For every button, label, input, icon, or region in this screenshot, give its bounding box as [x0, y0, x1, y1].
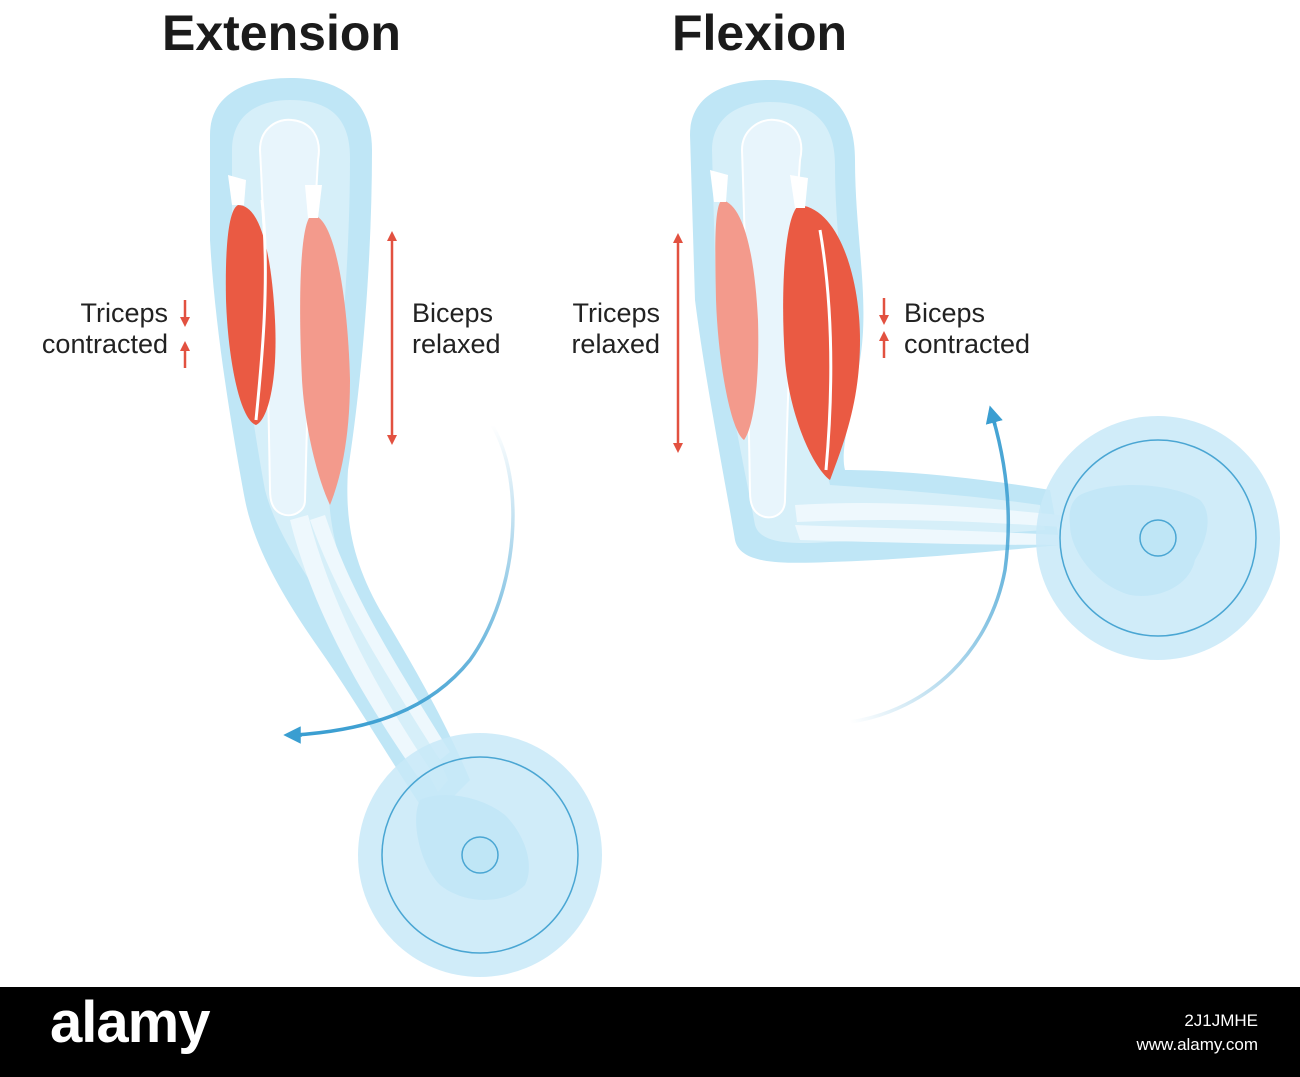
flexion-triceps-tendon: [710, 170, 728, 202]
extension-biceps-label-line1: Biceps: [412, 298, 494, 328]
flexion-biceps-label-line1: Biceps: [904, 298, 986, 328]
extension-biceps-tendon: [305, 185, 322, 218]
footer-info: 2J1JMHE www.alamy.com: [1136, 1009, 1258, 1057]
extension-triceps-label-line1: Triceps: [80, 298, 168, 328]
flexion-biceps-tendon: [790, 175, 808, 208]
extension-biceps: [300, 215, 350, 505]
flexion-weight-plate: [1036, 416, 1280, 660]
extension-triceps-label: Triceps contracted: [0, 298, 168, 360]
site-url: www.alamy.com: [1136, 1035, 1258, 1054]
image-id: 2J1JMHE: [1184, 1011, 1258, 1030]
flexion-forearm-bones: [795, 503, 1060, 545]
alamy-logo: alamy: [50, 990, 210, 1055]
flexion-biceps: [783, 205, 860, 480]
extension-weight-plate: [358, 733, 602, 977]
extension-rotation-arrow: [294, 424, 515, 737]
flexion-biceps-label-line2: contracted: [904, 329, 1031, 359]
flexion-rotation-arrow: [849, 417, 1011, 724]
flexion-triceps: [715, 200, 759, 440]
flexion-triceps-label: Triceps relaxed: [520, 298, 660, 360]
extension-triceps-arrow: [180, 225, 190, 442]
watermark-footer: alamy 2J1JMHE www.alamy.com: [0, 987, 1300, 1077]
flexion-title: Flexion: [672, 5, 848, 61]
extension-triceps: [225, 205, 276, 425]
extension-forearm-bones: [290, 515, 450, 780]
flexion-arm: [690, 80, 1208, 596]
extension-triceps-tendon: [228, 175, 246, 205]
extension-biceps-label: Biceps relaxed: [412, 298, 501, 360]
flexion-triceps-label-line2: relaxed: [571, 329, 660, 359]
flexion-triceps-label-line1: Triceps: [572, 298, 660, 328]
flexion-biceps-label: Biceps contracted: [904, 298, 1030, 360]
extension-biceps-label-line2: relaxed: [412, 329, 501, 359]
extension-title: Extension: [162, 5, 401, 61]
extension-triceps-label-line2: contracted: [41, 329, 168, 359]
flexion-biceps-arrow: [879, 212, 889, 436]
arm-diagram: [180, 78, 1280, 977]
